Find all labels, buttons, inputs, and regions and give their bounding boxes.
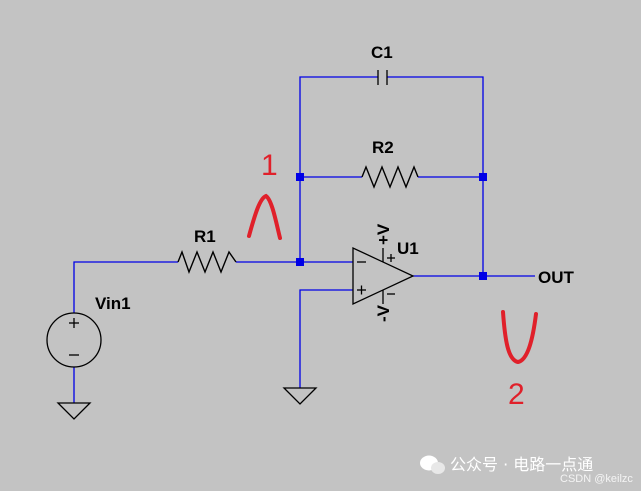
annotation-node2-number: 2 [508, 378, 525, 411]
voltage-source-vin1-label: Vin1 [95, 294, 131, 313]
junction-dot [479, 272, 487, 280]
junction-dot [296, 173, 304, 181]
annotation-u-mark [501, 310, 538, 365]
junction-dot [296, 258, 304, 266]
wires [73, 76, 535, 403]
wire-vin-to-r1 [73, 261, 178, 313]
resistor-r1 [177, 250, 237, 274]
wire-c1-left [299, 76, 378, 177]
ground-symbol [56, 402, 92, 420]
annotation-node1-number: 1 [261, 149, 278, 182]
opamp-u1 [352, 246, 415, 306]
wire-c1-right [387, 76, 484, 177]
junction-dot [479, 173, 487, 181]
annotation-arch-mark [247, 193, 282, 240]
output-net-label: OUT [538, 268, 575, 287]
opamp-pos-supply-label: +V [374, 223, 393, 245]
opamp-u1-label: U1 [397, 239, 419, 258]
wire-plus-to-ground [299, 289, 353, 388]
wechat-logo-icon [420, 455, 445, 474]
ground-symbol [282, 387, 318, 405]
junctions [296, 173, 487, 280]
opamp-neg-supply-label: -V [374, 304, 393, 322]
resistor-r2-label: R2 [372, 138, 394, 157]
capacitor-c1-label: C1 [371, 43, 393, 62]
watermark-source: CSDN @keilzc [560, 473, 633, 485]
capacitor-c1 [377, 70, 388, 85]
resistor-r2 [361, 165, 419, 189]
resistor-r1-label: R1 [194, 227, 216, 246]
watermark-channel: 公众号 · 电路一点通 [450, 455, 593, 474]
voltage-source-vin1 [46, 312, 102, 368]
